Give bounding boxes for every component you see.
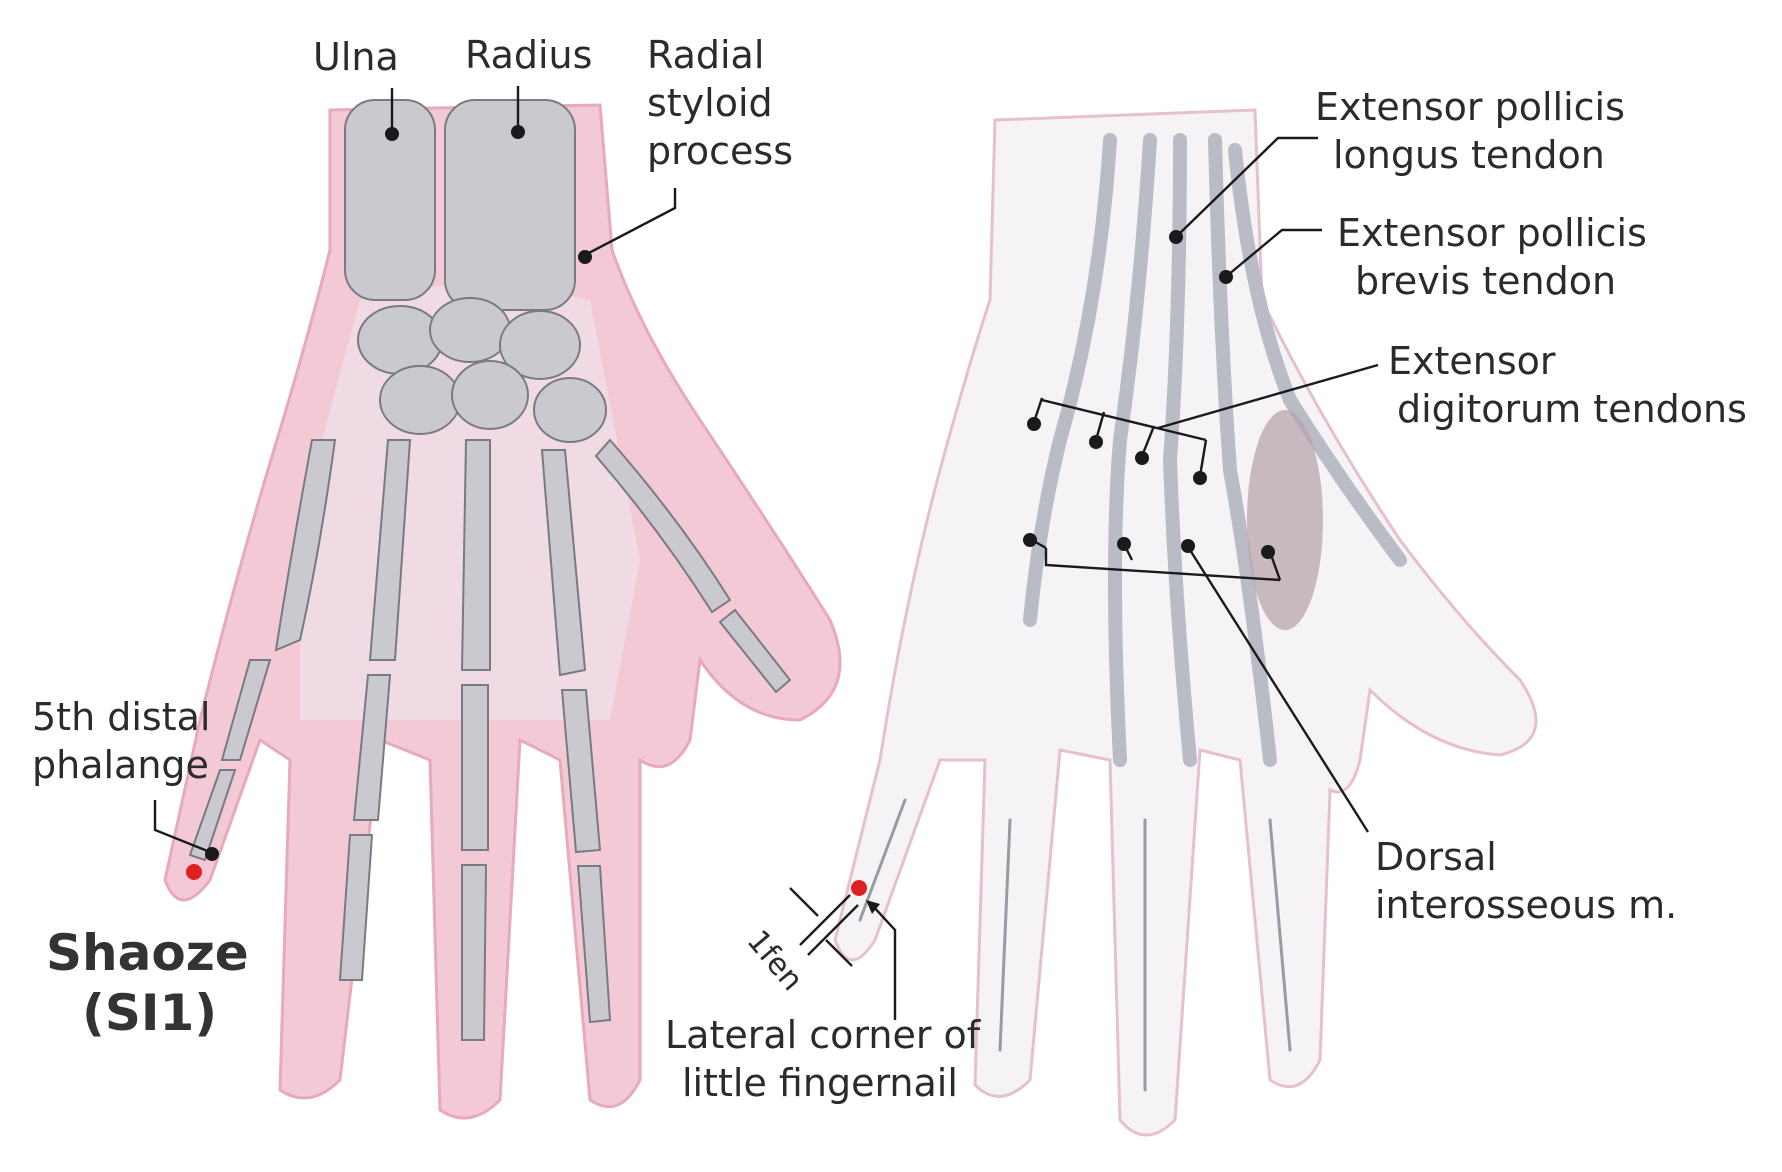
dorsal-interosseous-muscle bbox=[1247, 410, 1323, 630]
svg-text:Extensor: Extensor bbox=[1388, 339, 1556, 383]
shaoze-acupoint-right bbox=[851, 880, 867, 896]
svg-text:digitorum tendons: digitorum tendons bbox=[1397, 387, 1747, 431]
svg-text:Dorsal: Dorsal bbox=[1375, 835, 1497, 879]
svg-text:Radial: Radial bbox=[647, 33, 764, 77]
svg-text:phalange: phalange bbox=[32, 743, 209, 787]
right-hand-tendon-illustration bbox=[833, 108, 1538, 1137]
svg-text:styloid: styloid bbox=[647, 81, 773, 125]
ulna-bone bbox=[344, 99, 436, 301]
label-lateral-corner-of-little-fingernail: Lateral corner of little fingernail bbox=[665, 900, 982, 1105]
svg-text:process: process bbox=[647, 129, 793, 173]
label-radial-styloid-process: Radial styloid process bbox=[578, 33, 793, 264]
svg-text:Extensor pollicis: Extensor pollicis bbox=[1337, 211, 1647, 255]
svg-text:5th distal: 5th distal bbox=[32, 695, 210, 739]
label-ulna: Ulna bbox=[313, 35, 399, 141]
label-dorsal-interosseous: Dorsal interosseous m. bbox=[1023, 533, 1677, 927]
finger-bones bbox=[188, 438, 792, 1041]
svg-text:brevis tendon: brevis tendon bbox=[1355, 259, 1616, 303]
point-code: (SI1) bbox=[82, 984, 217, 1042]
svg-text:interosseous m.: interosseous m. bbox=[1375, 883, 1677, 927]
svg-text:Ulna: Ulna bbox=[313, 35, 399, 79]
label-5th-distal-phalange: 5th distal phalange bbox=[32, 695, 219, 861]
svg-text:little fingernail: little fingernail bbox=[682, 1061, 958, 1105]
label-radius: Radius bbox=[465, 33, 592, 139]
point-name: Shaoze bbox=[46, 924, 249, 982]
label-extensor-pollicis-longus: Extensor pollicis longus tendon bbox=[1169, 85, 1625, 244]
svg-text:Radius: Radius bbox=[465, 33, 592, 77]
radius-bone bbox=[444, 99, 576, 311]
svg-text:1fen: 1fen bbox=[740, 924, 810, 998]
svg-text:Extensor pollicis: Extensor pollicis bbox=[1315, 85, 1625, 129]
finger-creases bbox=[858, 798, 1292, 1092]
label-extensor-pollicis-brevis: Extensor pollicis brevis tendon bbox=[1219, 211, 1647, 303]
carpal-bones bbox=[357, 297, 607, 443]
svg-text:longus tendon: longus tendon bbox=[1333, 133, 1605, 177]
svg-text:Lateral corner of: Lateral corner of bbox=[665, 1013, 982, 1057]
label-extensor-digitorum-tendons: Extensor digitorum tendons bbox=[1027, 339, 1747, 485]
shaoze-acupoint-left bbox=[186, 864, 202, 880]
left-hand-skeleton-illustration bbox=[163, 99, 842, 1120]
extensor-tendons bbox=[1023, 133, 1407, 767]
